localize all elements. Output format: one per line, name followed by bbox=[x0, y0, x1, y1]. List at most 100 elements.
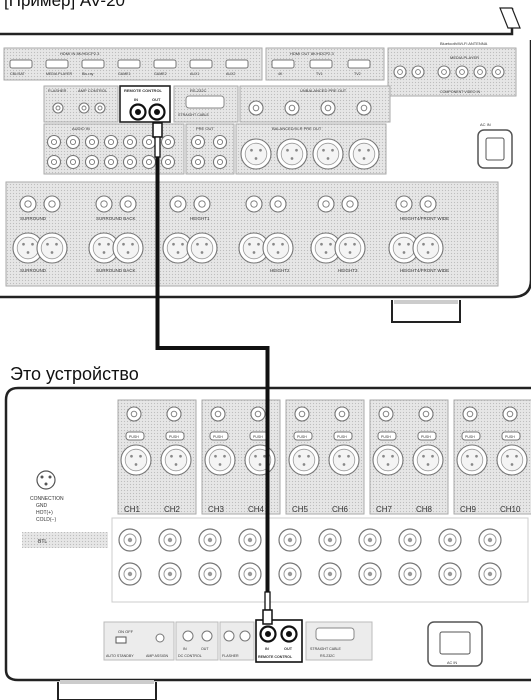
amp-rc-in: IN bbox=[265, 647, 269, 651]
hdmi-out-label: TV1 bbox=[316, 72, 323, 76]
balanced-pre-out-label: BALANCED/XLR PRE OUT bbox=[272, 126, 322, 131]
surround-label: SURROUND bbox=[20, 216, 47, 221]
front-wide-label: HEIGHT4/FRONT WIDE bbox=[400, 216, 449, 221]
dc-out: OUT bbox=[201, 647, 209, 651]
btl-label: BTL bbox=[38, 539, 47, 545]
push-label: PUSH bbox=[505, 435, 515, 439]
height3-label: HEIGHT3 bbox=[338, 268, 358, 273]
push-label: PUSH bbox=[129, 435, 139, 439]
hdmi-in-label: Blu-ray bbox=[82, 72, 94, 76]
push-button-icon bbox=[501, 431, 521, 441]
pin-cold: COLD(−) bbox=[36, 517, 56, 523]
push-label: PUSH bbox=[421, 435, 431, 439]
on-off-label: ON OFF bbox=[118, 629, 134, 634]
push-label: PUSH bbox=[169, 435, 179, 439]
push-label: PUSH bbox=[381, 435, 391, 439]
flasher-label: FLASHER bbox=[48, 88, 67, 93]
amp-rc-out: OUT bbox=[284, 647, 293, 651]
dc-in: IN bbox=[183, 647, 187, 651]
amp-foot-icon bbox=[57, 682, 157, 700]
this-device-caption: Это устройство bbox=[10, 364, 139, 384]
connection-label: CONNECTION bbox=[30, 496, 64, 502]
hdmi-in-header: HDMI IN 8K/HDCP2.3 bbox=[60, 51, 100, 56]
amp-ac-in-label: AC IN bbox=[447, 661, 457, 665]
amp-flasher-label: FLASHER bbox=[222, 654, 239, 658]
speaker-terminal-area bbox=[111, 517, 529, 603]
hdmi-in-port-icon bbox=[117, 59, 141, 69]
xlr-pinout-icon bbox=[36, 470, 56, 490]
hdmi-in-port-icon bbox=[45, 59, 69, 69]
push-label: PUSH bbox=[213, 435, 223, 439]
unbalanced-pre-out-label: UNBALANCED PRE OUT bbox=[300, 88, 347, 93]
push-button-icon bbox=[165, 431, 185, 441]
amp-rs232c-label: RS-232C bbox=[320, 654, 335, 658]
hdmi-out-port-icon bbox=[271, 59, 295, 69]
av20-straight-cable: STRAIGHT CABLE bbox=[178, 113, 209, 117]
media-player-label: MEDIA PLAYER bbox=[450, 55, 479, 60]
hdmi-in-label: CBL/SAT bbox=[10, 72, 26, 76]
av20-rs232c-port bbox=[185, 95, 225, 109]
amp-assign-label: AMP ASSIGN bbox=[146, 654, 169, 658]
antenna-icon bbox=[499, 7, 521, 29]
surround-label-2: SURROUND bbox=[20, 268, 47, 273]
push-label: PUSH bbox=[253, 435, 263, 439]
push-button-icon bbox=[125, 431, 145, 441]
hdmi-out-port-icon bbox=[309, 59, 333, 69]
audio-in-label: AUDIO IN bbox=[72, 126, 90, 131]
push-button-icon bbox=[293, 431, 313, 441]
auto-standby-label: AUTO STANDBY bbox=[106, 654, 134, 658]
pin-hot: HOT(+) bbox=[36, 510, 53, 516]
push-button-icon bbox=[461, 431, 481, 441]
channel-label: CH5 bbox=[292, 505, 309, 514]
channel-label: CH4 bbox=[248, 505, 265, 514]
channel-label: CH8 bbox=[416, 505, 433, 514]
hdmi-out-label: 4K bbox=[278, 72, 283, 76]
push-button-icon bbox=[209, 431, 229, 441]
surround-back-label-2: SURROUND BACK bbox=[96, 268, 136, 273]
push-button-icon bbox=[377, 431, 397, 441]
bottom-cable-plug-icon bbox=[262, 609, 273, 625]
hdmi-out-label: TV2 bbox=[354, 72, 361, 76]
hdmi-in-label: MEDIA PLAYER bbox=[46, 72, 73, 76]
channel-label: CH3 bbox=[208, 505, 225, 514]
push-label: PUSH bbox=[297, 435, 307, 439]
pin-gnd: GND bbox=[36, 503, 48, 509]
channel-label: CH10 bbox=[500, 505, 521, 514]
av20-foot-icon bbox=[391, 300, 461, 323]
amp-control-label: AMP CONTROL bbox=[78, 88, 108, 93]
hdmi-in-port-icon bbox=[81, 59, 105, 69]
hdmi-in-port-icon bbox=[153, 59, 177, 69]
push-button-icon bbox=[417, 431, 437, 441]
remote-control-cable bbox=[152, 122, 273, 625]
av20-rc-out: OUT bbox=[152, 97, 161, 102]
channel-label: CH6 bbox=[332, 505, 349, 514]
channel-label: CH2 bbox=[164, 505, 181, 514]
height1-label: HEIGHT1 bbox=[190, 216, 210, 221]
channel-label: CH7 bbox=[376, 505, 393, 514]
hdmi-in-port-icon bbox=[225, 59, 249, 69]
front-wide-label-2: HEIGHT4/FRONT WIDE bbox=[400, 268, 449, 273]
pre-out-label: PRE OUT bbox=[196, 126, 214, 131]
hdmi-in-port-icon bbox=[189, 59, 213, 69]
hdmi-in-port-icon bbox=[9, 59, 33, 69]
height2-label: HEIGHT2 bbox=[270, 268, 290, 273]
amp-straight-cable: STRAIGHT CABLE bbox=[310, 647, 341, 651]
hdmi-in-label: AUX2 bbox=[226, 72, 235, 76]
channel-label: CH1 bbox=[124, 505, 141, 514]
example-device-caption: [Пример] AV-20 bbox=[4, 0, 125, 10]
amp-remote-control-label: REMOTE CONTROL bbox=[258, 655, 293, 659]
antenna-label: Bluetooth/Wi-Fi ANTENNA bbox=[440, 41, 488, 46]
hdmi-in-label: GAME2 bbox=[154, 72, 167, 76]
push-label: PUSH bbox=[465, 435, 475, 439]
av20-ac-in-label: AC IN bbox=[480, 122, 491, 127]
av20-rc-in: IN bbox=[134, 97, 138, 102]
top-cable-plug-icon bbox=[152, 122, 163, 138]
dc-control-label: DC CONTROL bbox=[178, 654, 202, 658]
av20-rs232c-label: RS-232C bbox=[190, 88, 207, 93]
av20-remote-control-label: REMOTE CONTROL bbox=[124, 88, 163, 93]
amp-rs232c-port bbox=[315, 627, 355, 641]
hdmi-in-label: GAME1 bbox=[118, 72, 131, 76]
hdmi-out-header: HDMI OUT 8K/HDCP2.3 bbox=[290, 51, 334, 56]
